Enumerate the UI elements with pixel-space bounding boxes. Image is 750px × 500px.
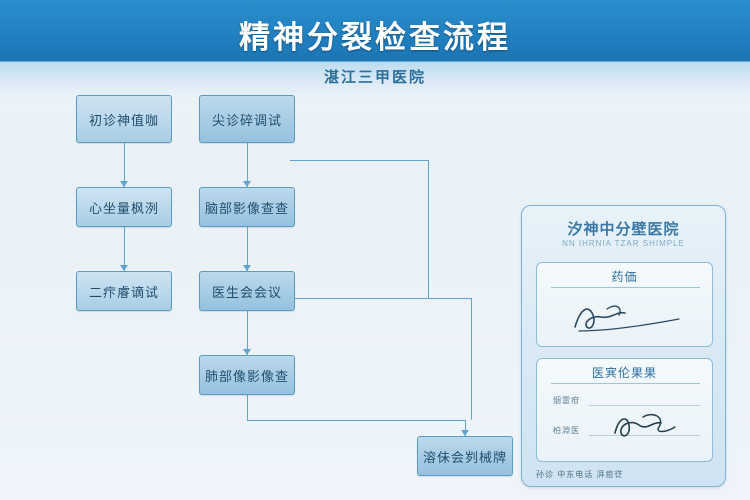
connector-n6-n7 <box>247 311 248 355</box>
document-footer-note: 孙诊 中东电话 湃痖徔 <box>536 470 624 479</box>
flow-node-label: 初诊神值咖 <box>88 112 159 128</box>
arrowhead-n2-n4 <box>243 181 251 187</box>
document-panel-prescription[interactable]: 药価 <box>536 262 713 347</box>
flow-node-label: 脑部影像查查 <box>204 200 289 216</box>
connector-n1-n3 <box>124 143 125 187</box>
connector-bus-n6-h <box>290 298 428 299</box>
panel-heading: 医𡨄伦果果 <box>591 366 657 380</box>
flow-node-doctor-meeting[interactable]: 医生会会议 <box>199 271 295 311</box>
connector-n7-n8-v <box>247 395 248 420</box>
connector-n3-n5 <box>124 227 125 271</box>
field-label-first: 烟雷疳 <box>553 396 580 405</box>
document-panel-results[interactable]: 医𡨄伦果果 烟雷疳 柏淵医 <box>536 358 713 462</box>
flow-node-second-test[interactable]: 二疜𥈠谪试 <box>76 271 172 311</box>
header-band <box>0 0 750 62</box>
connector-n4-n6 <box>247 227 248 271</box>
flow-node-final-review[interactable]: 溶佅会刿械牌 <box>417 436 513 476</box>
arrowhead-n4-n6 <box>243 265 251 271</box>
panel-divider <box>551 383 700 384</box>
flow-node-label: 尖诊碎调试 <box>211 112 282 128</box>
document-subtitle: NN IHRNIA TZAR SHIMPLE <box>562 239 685 248</box>
connector-n7-n8-h <box>247 420 465 421</box>
connector-n2-bus-h <box>290 160 428 161</box>
connector-bus-down <box>471 298 472 420</box>
connector-n7-n8-v2 <box>465 420 466 436</box>
connector-n2-n4 <box>247 143 248 187</box>
header-gradient <box>0 62 750 98</box>
field-label-second: 柏淵医 <box>553 426 580 435</box>
connector-n2-bus-v <box>428 160 429 298</box>
arrowhead-n3-n5 <box>120 265 128 271</box>
panel-heading: 药価 <box>611 270 638 284</box>
flow-node-label: 心坐量枫洌 <box>88 200 159 216</box>
panel-divider <box>551 287 700 288</box>
page-subtitle: 湛江三甲医院 <box>323 69 426 86</box>
flow-node-initial-consult[interactable]: 初诊神值咖 <box>76 95 172 143</box>
flow-node-label: 二疜𥈠谪试 <box>88 284 159 300</box>
flow-node-lung-imaging[interactable]: 肺部像影像查 <box>199 355 295 395</box>
flow-node-psych-scale[interactable]: 心坐量枫洌 <box>76 187 172 227</box>
page-title: 精神分裂检查流程 <box>239 20 511 55</box>
document-title: 汐神中分壁医院 <box>567 221 680 238</box>
arrowhead-n7-n8 <box>461 430 469 436</box>
flow-node-label: 肺部像影像查 <box>204 368 289 384</box>
signature-icon <box>574 305 680 332</box>
flow-node-label: 溶佅会刿械牌 <box>422 449 507 465</box>
field-underline-first <box>589 405 700 406</box>
flow-node-brain-imaging[interactable]: 脑部影像查查 <box>199 187 295 227</box>
field-underline-second <box>589 435 700 436</box>
arrowhead-n1-n3 <box>120 181 128 187</box>
flow-node-label: 医生会会议 <box>211 284 282 300</box>
signature-icon-secondary <box>614 413 676 437</box>
flow-node-acute-assessment[interactable]: 尖诊碎调试 <box>199 95 295 143</box>
hospital-document-card[interactable]: 汐神中分壁医院 NN IHRNIA TZAR SHIMPLE 药価 医𡨄伦果果 … <box>521 205 726 487</box>
arrowhead-n6-n7 <box>243 349 251 355</box>
connector-bus-right <box>428 298 471 299</box>
